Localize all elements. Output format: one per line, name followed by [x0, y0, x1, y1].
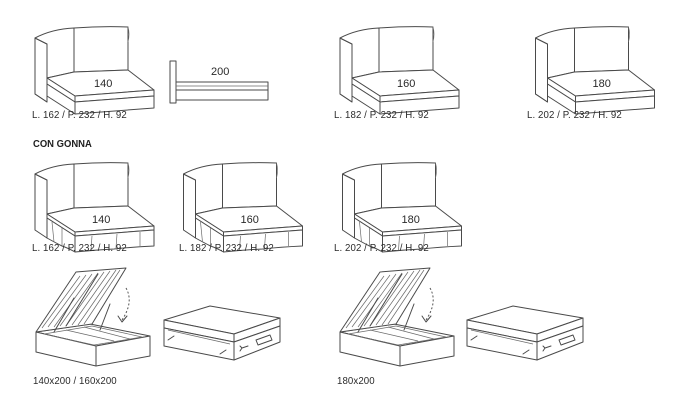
bed-dimensions-caption: L. 182 / P. 232 / H. 92	[334, 109, 429, 121]
bed-dimensions-caption: L. 162 / P. 232 / H. 92	[32, 109, 127, 121]
bed-width-label: 140	[92, 214, 110, 226]
bed-width-label: 160	[241, 214, 259, 226]
skirt-bed-diagram-140: 140	[32, 160, 157, 255]
bed-diagram-180: 180	[524, 24, 666, 119]
bed-dimensions-caption: L. 202 / P. 232 / H. 92	[334, 242, 429, 254]
bed-dimensions-caption: L. 182 / P. 232 / H. 92	[179, 242, 274, 254]
storage-closed-diagram	[463, 290, 588, 365]
bed-width-label: 160	[397, 78, 415, 90]
bed-diagram-160: 160	[332, 24, 467, 119]
bed-length-label: 200	[211, 66, 229, 78]
bed-width-label: 180	[593, 78, 611, 90]
storage-size-caption: 140x200 / 160x200	[33, 375, 117, 387]
bed-dimensions-caption: L. 162 / P. 232 / H. 92	[32, 242, 127, 254]
bed-side-view-diagram: 200	[165, 58, 275, 108]
bed-diagram-140: 140	[32, 24, 157, 119]
bed-width-label: 140	[94, 78, 112, 90]
storage-open-diagram	[334, 266, 459, 370]
skirt-bed-diagram-160: 160	[177, 160, 309, 255]
storage-open-diagram	[30, 266, 155, 370]
skirt-bed-diagram-180: 180	[332, 160, 472, 255]
section-title: CON GONNA	[33, 138, 92, 150]
bed-dimensions-caption: L. 202 / P. 232 / H. 92	[527, 109, 622, 121]
storage-size-caption: 180x200	[337, 375, 375, 387]
bed-width-label: 180	[402, 214, 420, 226]
storage-closed-diagram	[160, 290, 285, 365]
